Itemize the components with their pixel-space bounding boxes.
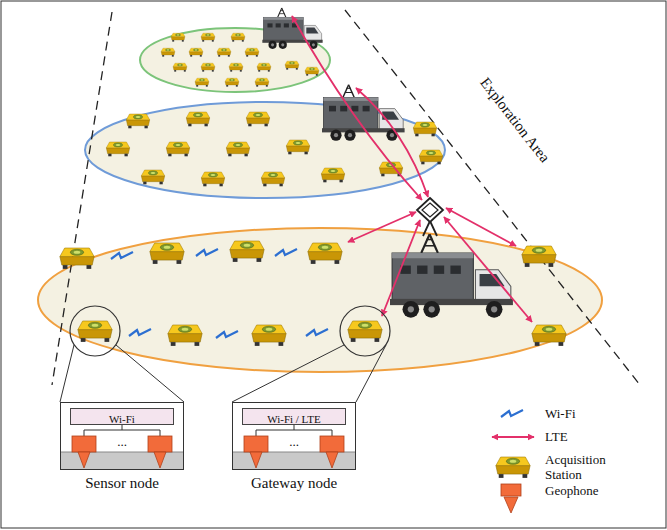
acquisition-station bbox=[257, 63, 271, 71]
acquisition-station bbox=[229, 63, 243, 71]
acquisition-station bbox=[78, 321, 112, 342]
acquisition-station bbox=[261, 172, 284, 186]
wifi-link bbox=[129, 329, 151, 336]
acquisition-station bbox=[226, 142, 249, 156]
ellipsis: ... bbox=[289, 434, 299, 450]
ground bbox=[233, 452, 355, 469]
acquisition-station bbox=[230, 241, 264, 262]
lte-link bbox=[382, 220, 420, 316]
lte-link bbox=[292, 16, 422, 200]
acquisition-station bbox=[195, 78, 209, 86]
acquisition-station bbox=[217, 48, 231, 56]
acquisition-station bbox=[413, 122, 436, 136]
legend-lte-sample bbox=[492, 436, 534, 438]
acquisition-station bbox=[173, 63, 187, 71]
callout-circle bbox=[340, 306, 390, 356]
acquisition-station bbox=[305, 67, 319, 75]
ground bbox=[61, 452, 183, 469]
geophone-body bbox=[72, 436, 96, 452]
geophone-body bbox=[320, 436, 344, 452]
geophone-spike bbox=[250, 452, 262, 468]
acquisition-station bbox=[166, 142, 189, 156]
leader-line bbox=[232, 345, 344, 402]
lte-link bbox=[356, 88, 428, 197]
ellipsis: ... bbox=[117, 434, 127, 450]
legend-text: Acquisition Station bbox=[545, 452, 625, 482]
geophone-body bbox=[244, 436, 268, 452]
acquisition-station bbox=[255, 78, 269, 86]
acquisition-station bbox=[252, 325, 286, 346]
acquisition-station bbox=[161, 48, 175, 56]
acquisition-station bbox=[246, 112, 269, 126]
radio-module-box: Wi-Fi bbox=[70, 408, 174, 425]
geophone-spike bbox=[326, 452, 338, 468]
geophone-body bbox=[148, 436, 172, 452]
legend-text: Geophone bbox=[545, 483, 645, 498]
acquisition-station bbox=[321, 168, 344, 182]
leader-line bbox=[116, 345, 184, 402]
acquisition-station bbox=[106, 142, 129, 156]
wifi-link bbox=[216, 331, 238, 338]
relay-antenna bbox=[422, 203, 438, 217]
acquisition-station bbox=[522, 246, 556, 267]
acquisition-station bbox=[141, 170, 164, 184]
wifi-link bbox=[111, 252, 133, 259]
legend-station-sample bbox=[496, 457, 530, 478]
acquisition-station bbox=[201, 63, 215, 71]
acquisition-station bbox=[348, 321, 382, 342]
lte-link bbox=[446, 208, 516, 246]
legend-geophone-sample bbox=[504, 497, 518, 513]
wifi-link bbox=[275, 249, 297, 256]
area-boundary bbox=[52, 12, 112, 385]
leader-line bbox=[60, 345, 74, 402]
geophone-spike bbox=[78, 452, 90, 468]
relay-mast bbox=[430, 221, 437, 236]
module-label: Wi-Fi bbox=[109, 412, 135, 426]
area-boundary bbox=[345, 10, 640, 385]
relay-antenna bbox=[417, 198, 443, 222]
acquisition-station bbox=[150, 243, 184, 264]
acquisition-station bbox=[225, 78, 239, 86]
node-caption: Sensor node bbox=[85, 474, 159, 492]
acquisition-station bbox=[532, 325, 566, 346]
command-truck bbox=[262, 8, 322, 49]
acquisition-station bbox=[231, 33, 245, 41]
acquisition-station bbox=[285, 61, 299, 69]
wifi-link bbox=[306, 329, 328, 336]
acquisition-station bbox=[189, 48, 203, 56]
geophone-spike bbox=[154, 452, 166, 468]
acquisition-station bbox=[171, 33, 185, 41]
acquisition-station bbox=[201, 33, 215, 41]
wifi-link bbox=[196, 249, 218, 256]
acquisition-station bbox=[168, 325, 202, 346]
callout-circle bbox=[70, 306, 120, 356]
acquisition-station bbox=[186, 112, 209, 126]
relay-mast bbox=[423, 221, 430, 236]
legend-geophone-sample bbox=[501, 484, 521, 496]
node-caption: Gateway node bbox=[251, 474, 337, 492]
acquisition-station bbox=[308, 243, 342, 264]
acquisition-station bbox=[286, 140, 309, 154]
legend-wifi-sample bbox=[501, 410, 523, 417]
module-label: Wi-Fi / LTE bbox=[267, 412, 321, 426]
area-label: Exploration Area bbox=[476, 74, 554, 166]
leader-line bbox=[356, 345, 386, 402]
lte-link bbox=[348, 212, 416, 242]
acquisition-station bbox=[60, 248, 94, 269]
acquisition-station bbox=[245, 48, 259, 56]
lte-link bbox=[444, 217, 532, 322]
command-truck bbox=[322, 85, 405, 141]
acquisition-station bbox=[126, 114, 149, 128]
acquisition-station bbox=[419, 150, 442, 164]
acquisition-station bbox=[201, 172, 224, 186]
radio-module-box: Wi-Fi / LTE bbox=[242, 408, 346, 425]
legend-text: Wi-Fi bbox=[545, 406, 645, 421]
legend-text: LTE bbox=[545, 429, 645, 444]
